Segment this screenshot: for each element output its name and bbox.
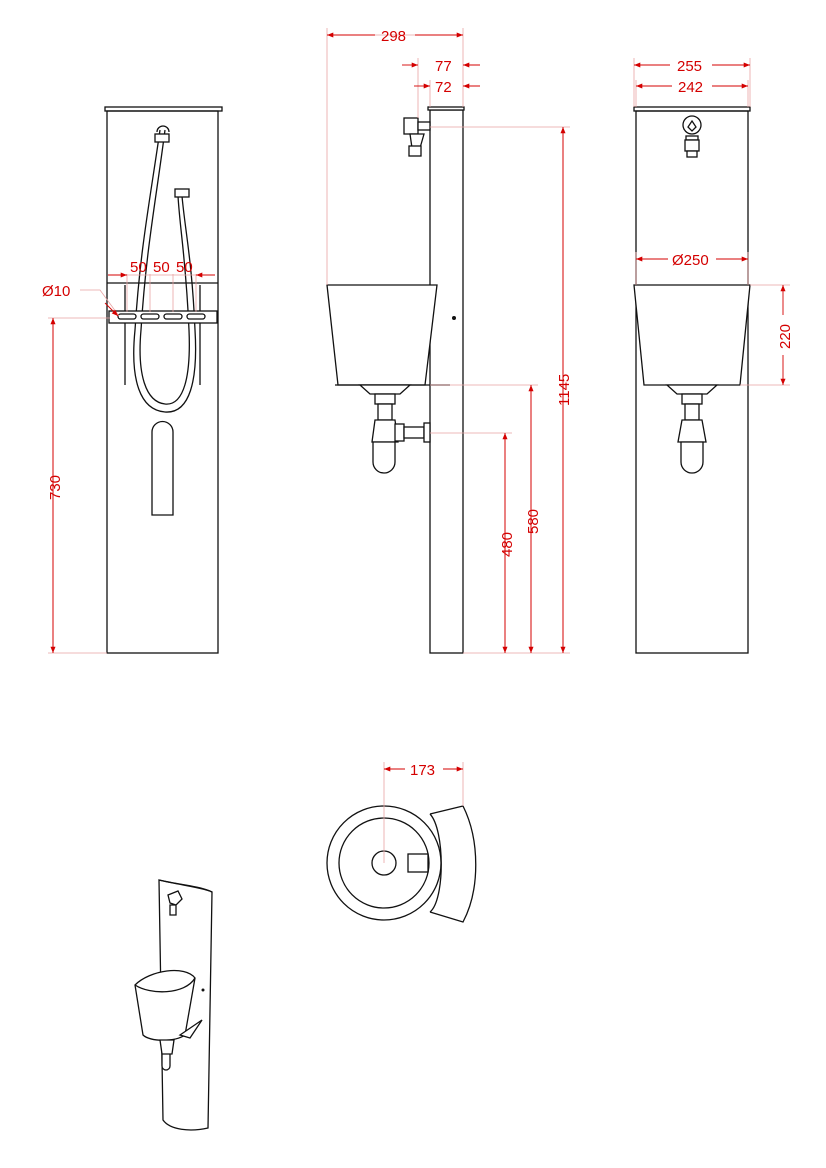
- dim-spacing-3: 50: [176, 259, 193, 276]
- dim-trap-outlet-height: 480: [499, 532, 516, 557]
- dim-tap-offset: 77: [435, 58, 452, 75]
- tap-front: [682, 115, 702, 158]
- dim-total-height: 1145: [556, 374, 573, 406]
- dim-depth-total: 298: [381, 28, 406, 45]
- dim-spacing-1: 50: [130, 259, 147, 276]
- front-view-basin: 255 242 Ø250 220: [633, 58, 794, 654]
- dim-top-offset: 173: [410, 762, 435, 779]
- dim-basin-dia: Ø250: [672, 252, 709, 269]
- front-view-shower: 50 50 50 Ø10 730: [42, 106, 223, 654]
- dim-spacing-2: 50: [153, 259, 170, 276]
- dim-bracket-height: 730: [47, 475, 64, 500]
- dim-basin-bottom-height: 580: [525, 509, 542, 534]
- perspective-view: [134, 879, 213, 1131]
- top-view: 173: [326, 762, 477, 923]
- side-view: 298 77 72 1145 580 480: [326, 28, 573, 654]
- dim-top-width: 255: [677, 58, 702, 75]
- dim-basin-height: 220: [777, 324, 794, 349]
- dim-hole-dia: Ø10: [42, 283, 70, 300]
- tap-side: [403, 117, 431, 157]
- hose-bracket: [108, 310, 218, 324]
- dim-panel-width: 242: [678, 79, 703, 96]
- shower-handle: [151, 420, 174, 516]
- trap-side: [358, 384, 431, 474]
- basin-side: [326, 284, 438, 386]
- dim-column-depth: 72: [435, 79, 452, 96]
- trap-front: [665, 384, 719, 474]
- basin-front: [633, 284, 751, 386]
